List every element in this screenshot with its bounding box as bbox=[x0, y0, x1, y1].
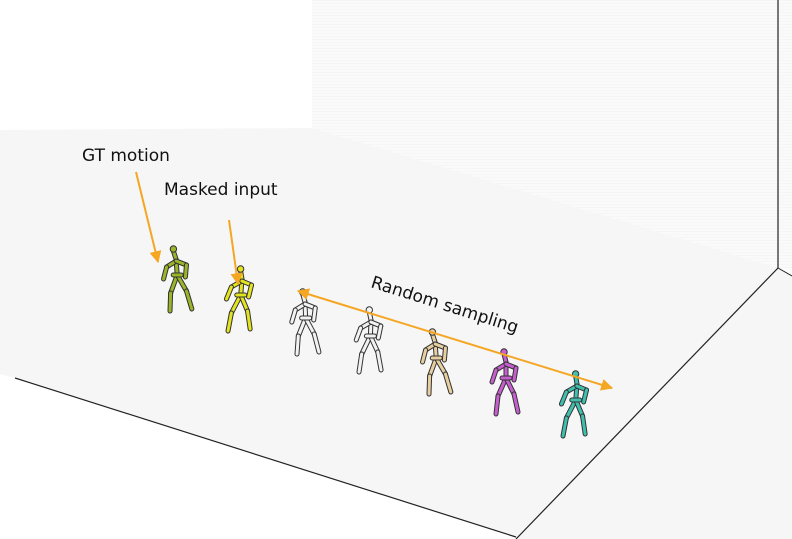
bone bbox=[290, 308, 297, 324]
bone bbox=[246, 309, 252, 331]
bone bbox=[247, 283, 254, 299]
bone bbox=[442, 346, 447, 362]
gt-motion-arrow bbox=[135, 171, 162, 264]
bone bbox=[561, 416, 568, 438]
bone bbox=[295, 334, 300, 356]
bone bbox=[564, 398, 578, 420]
skeleton-head bbox=[169, 245, 178, 253]
masked-input-arrow bbox=[228, 219, 243, 286]
bone bbox=[229, 293, 243, 315]
bone bbox=[162, 265, 169, 281]
random-sampling-arrow bbox=[296, 288, 614, 391]
bone bbox=[512, 366, 518, 382]
bone bbox=[224, 285, 233, 301]
bone bbox=[184, 289, 194, 311]
floor-front-edge bbox=[14, 377, 517, 538]
back-wall bbox=[312, 0, 792, 270]
gt-motion-label: GT motion bbox=[82, 146, 170, 166]
skeleton-head bbox=[236, 265, 245, 273]
masked-input-label: Masked input bbox=[164, 180, 278, 200]
floor-back-edge bbox=[777, 267, 792, 277]
bone bbox=[512, 392, 520, 414]
bone bbox=[175, 273, 188, 293]
bone bbox=[312, 306, 317, 322]
bone bbox=[559, 390, 568, 406]
floor-right-edge bbox=[515, 267, 779, 539]
bone bbox=[239, 293, 250, 313]
bone bbox=[582, 388, 589, 404]
bone bbox=[226, 311, 233, 333]
bone bbox=[427, 374, 432, 396]
bone bbox=[494, 394, 500, 416]
bone bbox=[581, 414, 587, 436]
skeleton-gt bbox=[161, 245, 195, 314]
bone bbox=[574, 398, 585, 418]
bone bbox=[168, 291, 173, 313]
bone bbox=[183, 263, 188, 279]
